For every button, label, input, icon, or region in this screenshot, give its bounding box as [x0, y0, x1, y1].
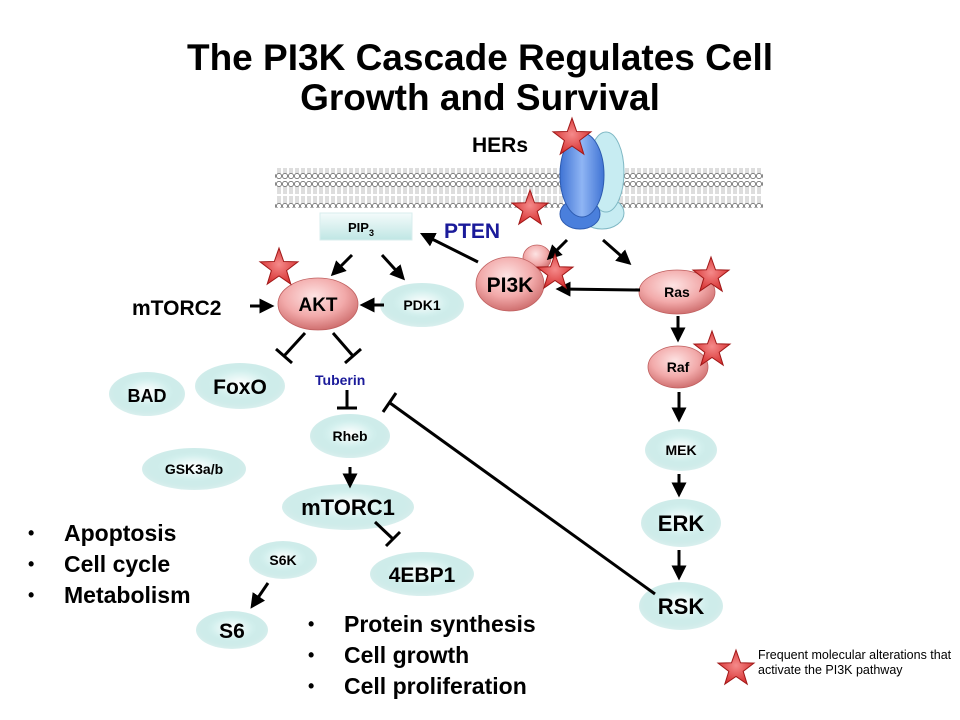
mtorc2-label: mTORC2: [132, 297, 221, 320]
star-pi3k-icon: [535, 252, 575, 290]
mtorc1-node: mTORC1: [282, 484, 414, 530]
svg-text:GSK3a/b: GSK3a/b: [165, 461, 223, 477]
foxo-node: FoxO: [195, 363, 285, 409]
bullet-metabolism: Metabolism: [28, 580, 191, 611]
bullet-cell-cycle: Cell cycle: [28, 549, 191, 580]
svg-text:S6K: S6K: [269, 552, 296, 568]
pdk1-node: PDK1: [380, 283, 464, 327]
pip3-box: [319, 212, 413, 241]
pip3-label: PIP3: [348, 220, 374, 238]
svg-text:S6: S6: [219, 620, 245, 643]
pten-label: PTEN: [444, 220, 500, 243]
title-line-1: The PI3K Cascade Regulates Cell: [186, 37, 774, 78]
raf-node: Raf: [647, 345, 709, 389]
bullets-bottom: Protein synthesis Cell growth Cell proli…: [308, 609, 536, 702]
bullet-protein-synthesis: Protein synthesis: [308, 609, 536, 640]
svg-text:RSK: RSK: [658, 594, 705, 619]
s6-node: S6: [196, 611, 268, 649]
s6k-node: S6K: [249, 541, 317, 579]
inhibit-akt-foxo: [282, 331, 307, 358]
cell-membrane: [275, 168, 763, 208]
rheb-node: Rheb: [310, 414, 390, 458]
bad-node: BAD: [109, 372, 185, 416]
tuberin-label: Tuberin: [315, 372, 365, 388]
pathway-arrows: [250, 232, 687, 609]
mek-node: MEK: [645, 429, 717, 471]
star-raf-icon: [692, 329, 732, 367]
inhibition-lines: [275, 331, 656, 596]
bullet-apoptosis: Apoptosis: [28, 518, 191, 549]
ras-node: Ras: [638, 269, 716, 315]
bullets-left: Apoptosis Cell cycle Metabolism: [28, 518, 191, 611]
erk-node: ERK: [641, 499, 721, 547]
bullet-cell-proliferation: Cell proliferation: [308, 671, 536, 702]
pi3k-node: PI3K: [475, 244, 552, 312]
arrow-hers-pi3k: [546, 238, 569, 261]
svg-text:Rheb: Rheb: [333, 428, 368, 444]
arrow-ras-pi3k: [555, 281, 641, 297]
inhibit-akt-tuberin: [331, 332, 355, 357]
svg-text:mTORC1: mTORC1: [301, 495, 395, 520]
svg-text:Raf: Raf: [667, 359, 690, 375]
svg-text:FoxO: FoxO: [213, 376, 267, 399]
title-line-2: Growth and Survival: [300, 77, 660, 118]
inhibit-mtorc1-4ebp1: [373, 520, 395, 541]
star-akt-icon: [258, 246, 300, 286]
inhibit-rsk-tuberin: [389, 401, 656, 596]
bullet-cell-growth: Cell growth: [308, 640, 536, 671]
arrow-pi3k-pip3: [419, 232, 479, 264]
arrow-hers-ras: [602, 238, 632, 265]
akt-node: AKT: [277, 277, 359, 331]
svg-text:ERK: ERK: [658, 511, 705, 536]
svg-text:4EBP1: 4EBP1: [389, 564, 456, 587]
star-ras-icon: [691, 255, 731, 293]
svg-text:BAD: BAD: [128, 386, 167, 406]
svg-text:MEK: MEK: [665, 442, 696, 458]
svg-text:Ras: Ras: [664, 284, 690, 300]
rsk-node: RSK: [639, 582, 723, 630]
svg-text:PI3K: PI3K: [487, 274, 534, 297]
mutation-stars: [258, 116, 756, 686]
4ebp1-node: 4EBP1: [370, 552, 474, 596]
star-pten-icon: [510, 188, 550, 226]
arrow-pip3-pdk1: [380, 253, 406, 281]
star-hers-icon: [551, 116, 593, 156]
svg-text:AKT: AKT: [298, 295, 337, 316]
gsk3-node: GSK3a/b: [142, 448, 246, 490]
hers-receptor: [559, 131, 625, 230]
hers-label: HERs: [472, 134, 528, 157]
legend-star-icon: [716, 648, 756, 686]
arrow-s6k-s6: [250, 582, 270, 609]
arrow-pip3-akt: [330, 253, 354, 277]
legend-text: Frequent molecular alterations that acti…: [758, 648, 952, 677]
svg-text:PDK1: PDK1: [403, 297, 441, 313]
